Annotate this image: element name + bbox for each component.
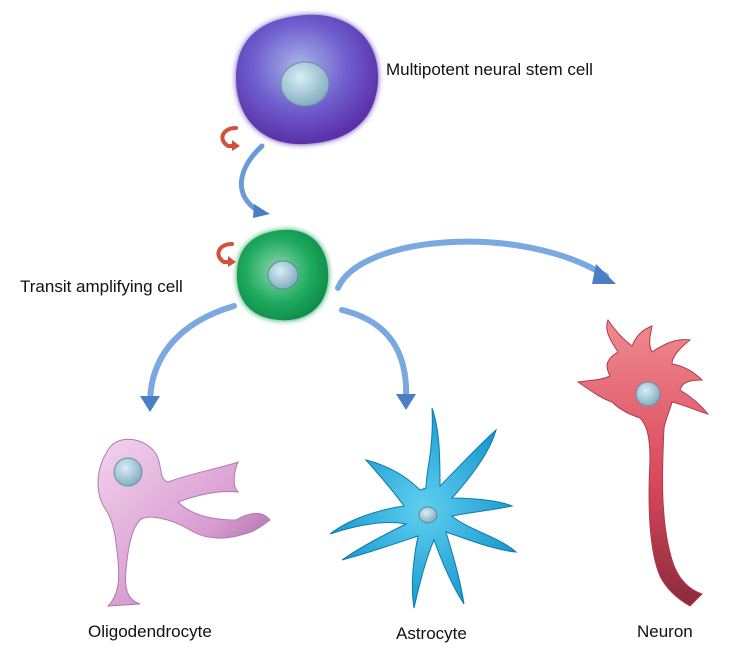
transit-cell-label: Transit amplifying cell xyxy=(20,277,183,296)
neuron-nucleus xyxy=(635,381,661,407)
stem-cell-label: Multipotent neural stem cell xyxy=(386,60,593,79)
stem-cell-nucleus xyxy=(280,61,330,107)
transit-self-renewal-curved-arrow-icon xyxy=(216,242,236,267)
transit-amplifying-cell xyxy=(236,229,329,321)
oligodendrocyte-nucleus xyxy=(113,457,143,487)
oligodendrocyte-label: Oligodendrocyte xyxy=(88,622,212,641)
stem-self-renewal-curved-arrow-icon xyxy=(220,126,240,151)
neuron-label: Neuron xyxy=(637,622,693,641)
stem-cell xyxy=(236,14,379,145)
transit-to-astrocyte-arrow-icon xyxy=(339,307,416,410)
astrocyte xyxy=(329,407,518,609)
transit-cell-nucleus xyxy=(267,260,299,290)
oligodendrocyte xyxy=(97,438,271,607)
astrocyte-label: Astrocyte xyxy=(396,624,467,643)
stem-to-transit-arrow-icon xyxy=(239,143,270,218)
neuron xyxy=(576,318,710,607)
astrocyte-nucleus xyxy=(418,506,438,524)
transit-to-neuron-arrow-icon xyxy=(335,238,616,291)
transit-to-oligodendrocyte-arrow-icon xyxy=(140,303,237,412)
